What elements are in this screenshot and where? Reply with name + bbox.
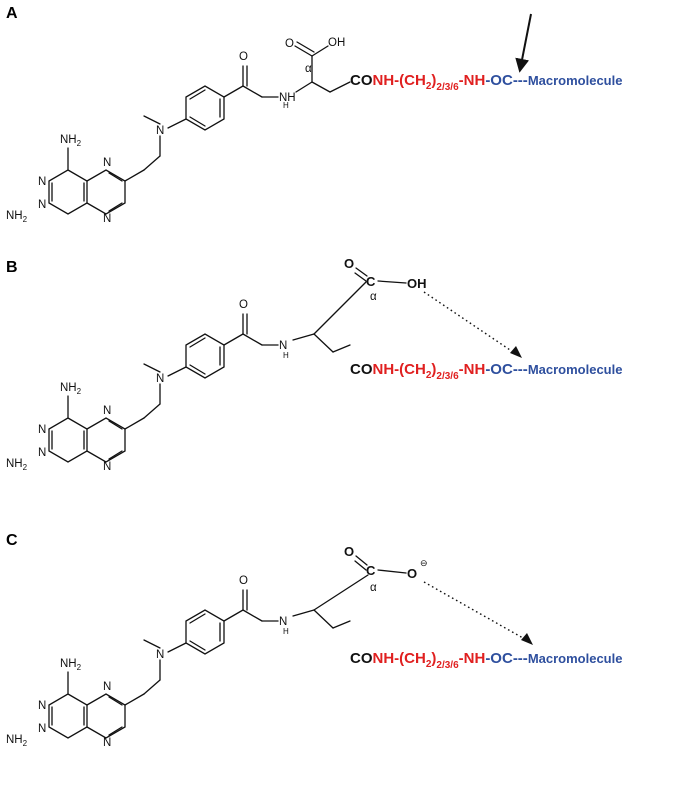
svg-text:N: N (103, 737, 111, 749)
panel-b: B NH2 N N NH2 N N N (6, 256, 622, 473)
attack-arrow-b (423, 291, 520, 357)
carboxylate-c-c: C (366, 563, 376, 578)
panel-label-a: A (6, 5, 18, 22)
svg-text:NH2: NH2 (60, 382, 82, 396)
n-pyrazine-bottom: N (103, 213, 111, 225)
svg-text:N: N (38, 723, 46, 735)
attack-arrowhead-c (521, 633, 533, 645)
pteridine-core-b: NH2 N N NH2 N N N O N H (6, 299, 289, 473)
n3-label: N (38, 199, 46, 211)
carboxyl-c-b: C (366, 274, 376, 289)
acid-o-label: O (285, 38, 294, 50)
nh2-top-label: NH2 (60, 134, 82, 148)
n1-label: N (38, 176, 46, 188)
nh2-bottom-label: NH2 (6, 210, 28, 224)
linker-chain-a: CONH-(CH2)2/3/6-NH-OC---Macromolecule (350, 72, 622, 93)
svg-text:O: O (239, 299, 248, 311)
svg-text:NH2: NH2 (6, 734, 28, 748)
alpha-label-a: α (305, 63, 312, 75)
svg-text:N: N (103, 405, 111, 417)
svg-text:H: H (283, 351, 289, 360)
linker-chain-c: CONH-(CH2)2/3/6-NH-OC---Macromolecule (350, 650, 622, 671)
amide-n-label: NH (279, 92, 296, 104)
svg-text:N: N (279, 616, 287, 628)
attack-arrowhead-b (510, 346, 522, 358)
panel-label-c: C (6, 532, 18, 549)
panel-a: A NH2 N N (6, 5, 622, 225)
svg-text:N: N (38, 424, 46, 436)
n-pyrazine-top: N (103, 157, 111, 169)
svg-text:N: N (103, 681, 111, 693)
hydroxyl-oh-b: OH (407, 276, 427, 291)
amide-o-label: O (239, 51, 248, 63)
svg-text:N: N (279, 340, 287, 352)
acid-oh-label: OH (328, 37, 345, 49)
svg-text:N: N (156, 649, 164, 661)
alpha-label-b: α (370, 291, 377, 303)
svg-text:O: O (239, 575, 248, 587)
svg-text:N: N (38, 700, 46, 712)
carbonyl-o-b: O (344, 256, 354, 271)
svg-text:H: H (283, 627, 289, 636)
amide-h-label: H (283, 101, 289, 110)
svg-text:N: N (103, 461, 111, 473)
cleavage-arrow-a (515, 13, 532, 73)
pteridine-core (48, 65, 263, 215)
panel-c: C NH2 N N NH2 N N N (6, 532, 622, 749)
carbonyl-o-c: O (344, 544, 354, 559)
n-methyl-label: N (156, 125, 164, 137)
svg-text:NH2: NH2 (60, 658, 82, 672)
pteridine-core-c: NH2 N N NH2 N N N O N H (6, 575, 289, 749)
panel-label-b: B (6, 259, 18, 276)
svg-text:N: N (38, 447, 46, 459)
alpha-label-c: α (370, 582, 377, 594)
carboxylate-o-minus: O (407, 566, 417, 581)
svg-text:N: N (156, 373, 164, 385)
linker-chain-b: CONH-(CH2)2/3/6-NH-OC---Macromolecule (350, 361, 622, 382)
svg-text:NH2: NH2 (6, 458, 28, 472)
attack-arrow-c (423, 581, 531, 643)
negative-charge-icon: ⊖ (420, 558, 428, 568)
